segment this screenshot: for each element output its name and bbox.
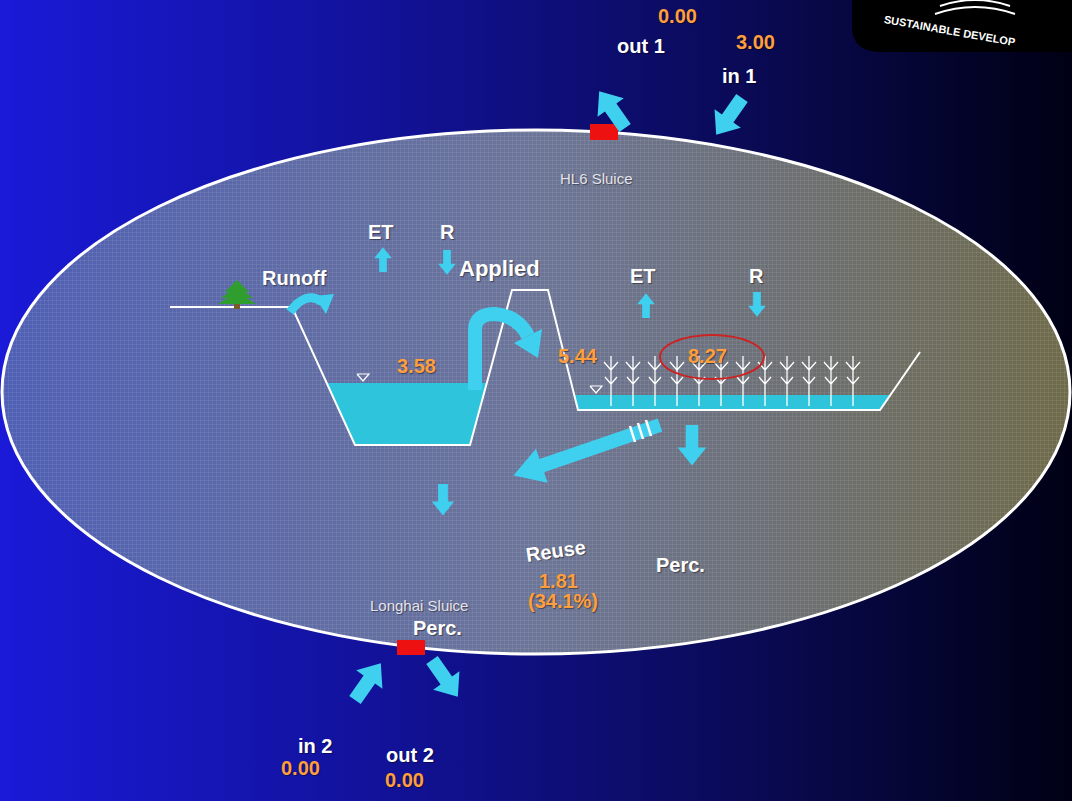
flow-value: (34.1%) <box>528 591 598 611</box>
in-arrow <box>342 654 394 709</box>
sluice-gate <box>590 124 618 140</box>
sluice-name: HL6 Sluice <box>560 171 633 186</box>
highlight-ring <box>660 335 764 379</box>
flow-value: 0.00 <box>658 6 697 26</box>
flow-label: out 2 <box>386 745 434 765</box>
flow-value: 3.00 <box>736 32 775 52</box>
out-arrow <box>586 82 638 137</box>
et-arrow <box>374 247 392 272</box>
flow-arrows <box>342 82 766 709</box>
logo-box <box>852 0 1072 52</box>
applied-arrow-head <box>514 329 542 358</box>
reuse-arrow <box>508 408 666 493</box>
out-arrow <box>419 651 471 706</box>
flow-label: Applied <box>459 258 540 280</box>
runoff-arrow-head <box>314 294 334 314</box>
sluice-gate <box>397 640 425 655</box>
flow-value: 0.00 <box>385 770 424 790</box>
flow-label: ET <box>630 266 656 286</box>
flow-label: R <box>440 222 454 242</box>
flow-label: ET <box>368 222 394 242</box>
rain-arrow <box>438 250 456 275</box>
reuse-arrow-dashes <box>630 420 651 442</box>
rain-arrow <box>748 292 766 317</box>
tree-symbol <box>218 280 256 309</box>
logo-waves <box>935 0 1015 14</box>
flow-label: Perc. <box>656 555 705 575</box>
percolation-arrow <box>432 484 454 516</box>
in-arrow <box>703 89 755 144</box>
terrain-line <box>170 290 920 445</box>
flow-label: Reuse <box>525 537 587 565</box>
percolation-arrow <box>678 425 707 466</box>
flow-value: 8.27 <box>688 346 727 366</box>
flow-label: out 1 <box>617 36 665 56</box>
flow-label: R <box>749 266 763 286</box>
storage-value: 3.58 <box>397 356 436 376</box>
region-outline <box>2 130 1070 654</box>
et-arrow <box>637 293 655 318</box>
flow-value: 5.44 <box>558 346 597 366</box>
applied-arrow <box>475 314 528 390</box>
flow-label: Runoff <box>262 268 326 288</box>
flow-label: Perc. <box>413 618 462 638</box>
sluice-name: Longhai Sluice <box>370 598 468 613</box>
water-level-mark <box>590 386 602 393</box>
flow-value: 0.00 <box>281 758 320 778</box>
region-fill <box>2 130 1070 654</box>
flow-label: in 1 <box>722 66 756 86</box>
water-level-mark <box>357 374 369 381</box>
flow-label: in 2 <box>298 736 332 756</box>
flow-value: 1.81 <box>539 571 578 591</box>
logo-text: SUSTAINABLE DEVELOP <box>883 14 1016 48</box>
